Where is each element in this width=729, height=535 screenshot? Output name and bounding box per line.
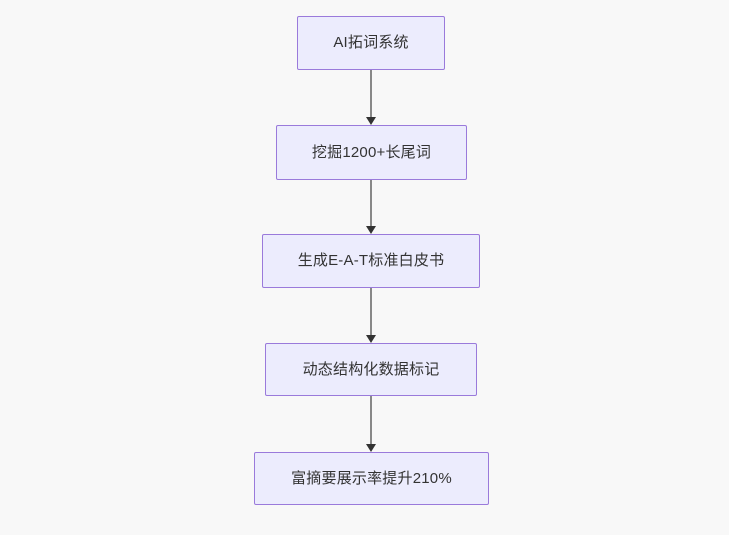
arrowhead-down-icon (366, 226, 376, 234)
flow-edge-n4-n5 (361, 396, 381, 452)
flow-edge-n2-n3 (361, 180, 381, 234)
flow-edge-n3-n4 (361, 288, 381, 343)
flow-edge-line (370, 180, 372, 226)
flow-node-generate-eat-whitepaper[interactable]: 生成E-A-T标准白皮书 (262, 234, 480, 288)
flow-node-label: AI拓词系统 (333, 34, 409, 52)
flow-node-rich-snippet-impression-lift[interactable]: 富摘要展示率提升210% (254, 452, 489, 505)
flow-node-ai-keyword-system[interactable]: AI拓词系统 (297, 16, 445, 70)
flow-node-label: 富摘要展示率提升210% (291, 469, 452, 487)
arrowhead-down-icon (366, 117, 376, 125)
arrowhead-down-icon (366, 335, 376, 343)
flow-edge-line (370, 70, 372, 117)
arrowhead-down-icon (366, 444, 376, 452)
flow-edge-n1-n2 (361, 70, 381, 125)
flow-node-label: 挖掘1200+长尾词 (311, 143, 432, 161)
flow-node-mine-longtail-keywords[interactable]: 挖掘1200+长尾词 (276, 125, 467, 180)
flow-node-label: 生成E-A-T标准白皮书 (297, 252, 445, 270)
flow-node-label: 动态结构化数据标记 (302, 360, 440, 378)
flow-edge-line (370, 396, 372, 444)
flow-node-dynamic-structured-data-markup[interactable]: 动态结构化数据标记 (265, 343, 477, 396)
flow-edge-line (370, 288, 372, 335)
